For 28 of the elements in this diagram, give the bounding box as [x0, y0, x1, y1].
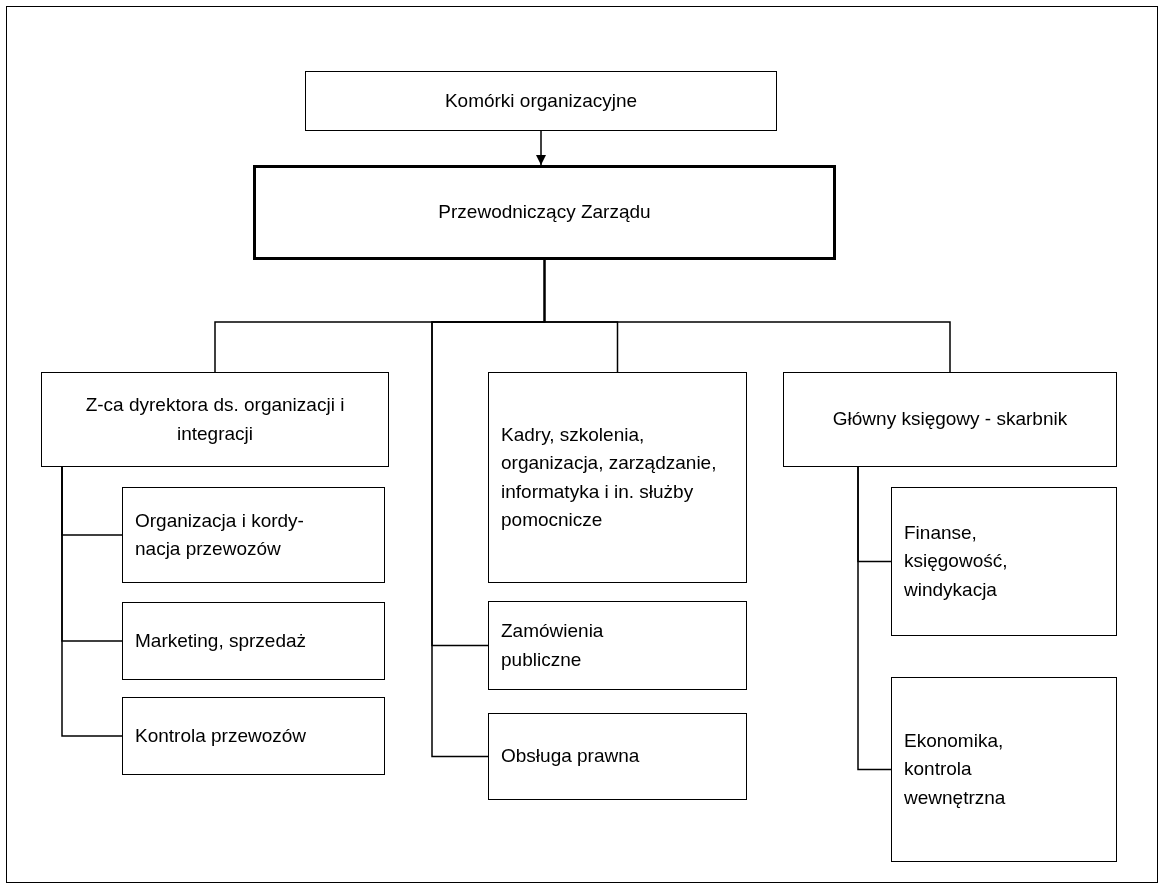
unit-label: Kontrola przewozów	[135, 723, 307, 748]
unit-label: Główny księgowy - skarbnik	[832, 407, 1068, 432]
org-unit-box	[122, 697, 385, 775]
highlighted-box	[253, 165, 836, 260]
connector-line	[61, 466, 123, 737]
org-unit-box	[122, 487, 385, 583]
unit-label: Organizacja i kordy-nacja przewozów	[135, 508, 305, 561]
unit-label: Zamówienia publiczne	[501, 619, 605, 672]
connector-line	[543, 259, 951, 373]
unit-label: Ekonomika, kontrola wewnętrzna	[904, 728, 1007, 810]
connector-line	[857, 466, 892, 771]
unit-label: Komórki organizacyjne	[444, 88, 638, 113]
org-unit-box	[488, 601, 747, 690]
org-unit-box	[488, 372, 747, 583]
unit-label: Finanse, księgowość, windykacja	[904, 520, 1009, 602]
unit-label: Kadry, szkolenia, organizacja, zarządzanie, informatyka i in. służby pomocnicze	[501, 422, 718, 532]
unit-label: Marketing, sprzedaż	[135, 628, 307, 653]
org-unit-box	[891, 677, 1117, 862]
unit-label: Obsługa prawna	[501, 744, 640, 769]
org-unit-box	[783, 372, 1117, 467]
unit-label: Z-ca dyrektora ds. organizacji i integracji	[84, 393, 346, 446]
org-unit-box	[488, 713, 747, 800]
org-unit-box	[122, 602, 385, 680]
arrow	[536, 130, 546, 166]
unit-label: Przewodniczący Zarządu	[438, 200, 651, 225]
org-unit-box	[891, 487, 1117, 636]
org-unit-box	[41, 372, 389, 467]
org-unit-box	[305, 71, 777, 131]
